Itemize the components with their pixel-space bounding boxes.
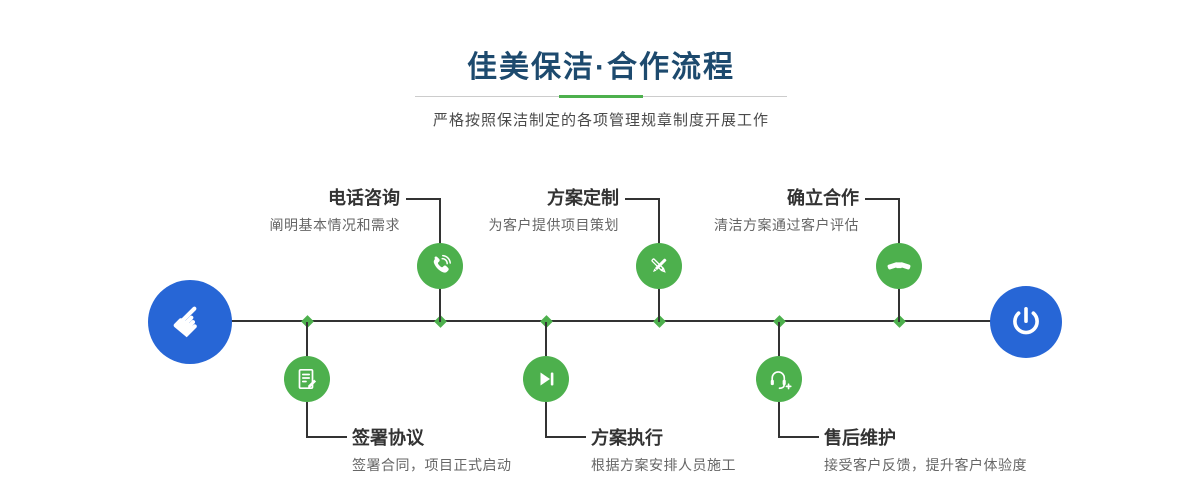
connector-stem xyxy=(658,288,660,322)
start-node: ☛ xyxy=(148,280,232,364)
step-aftersale-node xyxy=(756,356,802,402)
page-title: 佳美保洁·合作流程 xyxy=(467,51,735,84)
contract-pen-icon xyxy=(298,368,317,390)
step-sign-node xyxy=(284,356,330,402)
step-desc: 为客户提供项目策划 xyxy=(488,217,619,233)
step-sign-label: 签署协议 签署合同，项目正式启动 xyxy=(352,427,652,474)
page-subtitle: 严格按照保洁制定的各项管理规章制度开展工作 xyxy=(432,112,769,129)
step-title: 电话咨询 xyxy=(328,188,400,208)
connector-line xyxy=(545,402,547,438)
connector-line xyxy=(625,198,659,200)
step-desc: 清洁方案通过客户评估 xyxy=(714,217,859,233)
connector-line xyxy=(778,402,780,438)
step-desc: 阐明基本情况和需求 xyxy=(269,217,400,233)
connector-stem xyxy=(778,322,780,356)
step-execute-label: 方案执行 根据方案安排人员施工 xyxy=(591,427,891,474)
step-execute-node xyxy=(523,356,569,402)
connector-line xyxy=(307,436,347,438)
step-desc: 签署合同，项目正式启动 xyxy=(352,457,512,473)
step-desc: 根据方案安排人员施工 xyxy=(591,457,736,473)
connector-stem xyxy=(898,288,900,322)
step-title: 确立合作 xyxy=(787,188,859,208)
end-node xyxy=(990,286,1062,358)
hand-pointer-icon: ☛ xyxy=(161,293,219,351)
connector-line xyxy=(898,198,900,244)
connector-line xyxy=(406,198,440,200)
connector-stem xyxy=(306,322,308,356)
step-aftersale-label: 售后维护 接受客户反馈，提升客户体验度 xyxy=(824,427,1124,474)
step-title: 售后维护 xyxy=(824,428,896,448)
connector-line xyxy=(658,198,660,244)
step-plan-node xyxy=(636,243,682,289)
title-divider-accent xyxy=(559,95,643,98)
step-phone-node xyxy=(417,243,463,289)
handshake-icon xyxy=(887,262,911,270)
play-next-icon xyxy=(540,372,554,386)
connector-stem xyxy=(545,322,547,356)
connector-line xyxy=(546,436,586,438)
title-divider xyxy=(415,95,787,98)
step-desc: 接受客户反馈，提升客户体验度 xyxy=(824,457,1027,473)
power-icon xyxy=(1013,307,1039,335)
step-cooperate-node xyxy=(876,243,922,289)
timeline-line xyxy=(190,320,1026,322)
connector-line xyxy=(306,402,308,438)
step-phone-label: 电话咨询 阐明基本情况和需求 xyxy=(140,187,401,234)
connector-line xyxy=(779,436,819,438)
step-cooperate-label: 确立合作 清洁方案通过客户评估 xyxy=(599,187,859,234)
phone-icon xyxy=(433,254,451,273)
connector-line xyxy=(439,198,441,244)
step-plan-label: 方案定制 为客户提供项目策划 xyxy=(359,187,620,234)
connector-stem xyxy=(439,288,441,322)
connector-line xyxy=(865,198,899,200)
step-title: 方案定制 xyxy=(547,188,619,208)
step-title: 方案执行 xyxy=(591,428,663,448)
design-tools-icon xyxy=(651,258,667,273)
headset-plus-icon xyxy=(770,370,792,389)
step-title: 签署协议 xyxy=(352,428,424,448)
